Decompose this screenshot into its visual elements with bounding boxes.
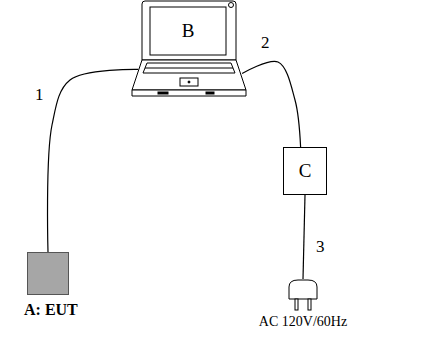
- cable-number: 2: [260, 34, 271, 53]
- eut-box: A: EUT: [20, 252, 110, 319]
- laptop-drawing: [130, 0, 248, 102]
- cable: [303, 195, 305, 279]
- supply-label: AC 120V/60Hz: [243, 314, 363, 329]
- mains-plug: AC 120V/60Hz: [243, 279, 363, 329]
- cable: [48, 69, 139, 252]
- part-letter: B: [182, 21, 195, 42]
- plug-drawing: [286, 279, 320, 311]
- auxiliary-box: C: [283, 147, 327, 195]
- part-letter: C: [299, 161, 312, 182]
- laptop-computer: B: [130, 0, 248, 102]
- eut-block: [27, 252, 69, 295]
- cable-number: 3: [315, 238, 326, 257]
- cable-number: 1: [34, 86, 45, 105]
- cable: [242, 61, 301, 147]
- part-heading: A: EUT: [24, 301, 110, 319]
